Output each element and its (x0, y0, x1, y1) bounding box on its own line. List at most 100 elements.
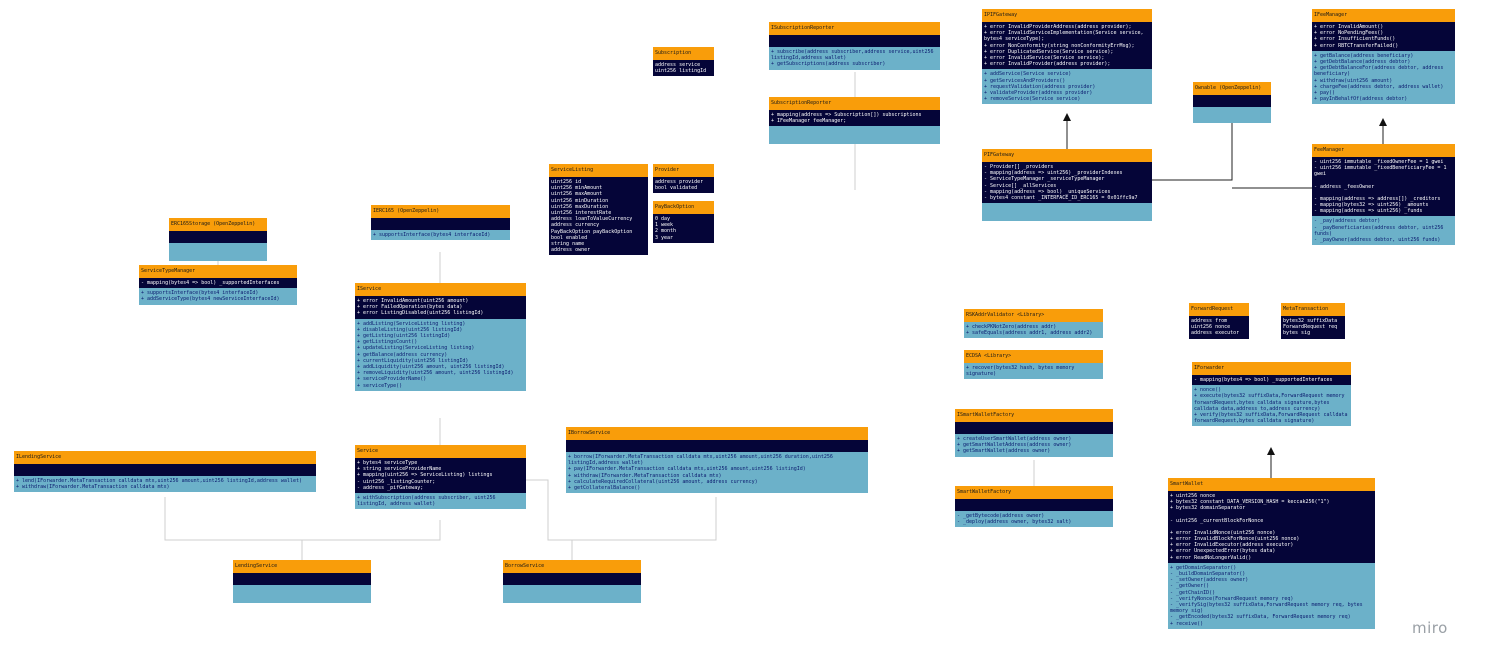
class-box-ownable[interactable]: Ownable (OpenZeppelin) (1193, 82, 1271, 123)
member-line: + IFeeManager feeManager; (771, 118, 847, 125)
member-line: - ServiceTypeManager _serviceTypeManager (984, 176, 1105, 183)
member-line: uint256 interestRate (551, 210, 612, 217)
class-box-erc165storage[interactable]: ERC165Storage (OpenZeppelin) (169, 218, 267, 261)
class-title: IBorrowService (566, 427, 868, 440)
class-box-service[interactable]: Service+ bytes4 serviceType+ string serv… (355, 445, 526, 510)
class-box-lendingservice[interactable]: LendingService (233, 560, 371, 603)
member-line: - uint256 _listingCounter; (357, 478, 436, 485)
member-line: + error NonConformity(string nonConformi… (984, 42, 1135, 49)
member-line: uint256 minAmount (551, 185, 603, 192)
member-line: - _payBeneficiaries(address debtor, uint… (1314, 224, 1447, 237)
class-box-pifgateway[interactable]: PIFGateway- Provider[] _providers- mappi… (982, 149, 1152, 222)
member-line: - Service[] _allServices (984, 182, 1057, 189)
class-box-ilendingservice[interactable]: ILendingService+ lend(IForwarder.MetaTra… (14, 451, 316, 493)
class-title: MetaTransaction (1281, 303, 1345, 316)
member-line: - mapping(address => address[]) _credito… (1314, 195, 1441, 202)
class-box-smartwalletfactory[interactable]: SmartWalletFactory- _getBytecode(address… (955, 486, 1113, 528)
class-box-borrowservice[interactable]: BorrowService (503, 560, 641, 603)
member-line: - _deploy(address owner, bytes32 salt) (957, 519, 1072, 526)
class-title: BorrowService (503, 560, 641, 573)
member-line: + receive() (1170, 620, 1204, 627)
class-box-iforwarder[interactable]: IForwarder- mapping(bytes4 => bool) _sup… (1192, 362, 1351, 427)
member-line: address executor (1191, 330, 1240, 337)
member-line: + addServiceType(bytes4 newServiceInterf… (141, 296, 280, 303)
class-box-ecdsa[interactable]: ECDSA <Library>+ recover(bytes32 hash, b… (964, 350, 1103, 380)
member-line: - uint256 immutable _fixedOwnerFee = 1 g… (1314, 159, 1444, 165)
class-box-ierc165[interactable]: IERC165 (OpenZeppelin)+ supportsInterfac… (371, 205, 510, 241)
member-line: + serviceProviderName() (357, 376, 427, 383)
member-line: + currentLiquidity(uint256 listingId) (357, 357, 469, 364)
member-line: address currency (551, 222, 600, 229)
class-title: IFeeManager (1312, 9, 1455, 22)
class-title: RSKAddrValidator <Library> (964, 309, 1103, 322)
class-box-isubscription-reporter[interactable]: ISubscriptionReporter+ subscribe(address… (769, 22, 940, 70)
class-methods: + supportsInterface(bytes4 interfaceId) (371, 230, 510, 241)
member-line: - _verifyNonce(ForwardRequest memory req… (1170, 595, 1294, 602)
member-line: address from (1191, 318, 1228, 324)
class-box-iservice[interactable]: IService+ error InvalidAmount(uint256 am… (355, 283, 526, 391)
class-title: PIFGateway (982, 149, 1152, 162)
member-line: + bytes32 constant DATA_VERSION_HASH = k… (1170, 499, 1330, 506)
member-line: + bytes4 serviceType (357, 460, 418, 466)
class-box-ipifgateway[interactable]: IPIFGateway+ error InvalidProviderAddres… (982, 9, 1152, 105)
class-methods: + nonce()+ execute(bytes32 suffixData,Fo… (1192, 385, 1351, 427)
class-title: ForwardRequest (1189, 303, 1249, 316)
member-line: + verify(bytes32 suffixData,ForwardReque… (1194, 412, 1351, 425)
class-box-rskaddrvalidator[interactable]: RSKAddrValidator <Library>+ checkPKNotZe… (964, 309, 1103, 339)
class-title: Subscription (653, 47, 714, 60)
class-attributes: + uint256 nonce+ bytes32 constant DATA_V… (1168, 491, 1375, 563)
member-line: + pay() (1314, 90, 1336, 97)
member-line: - address _feesOwner (1314, 183, 1375, 190)
class-title: IService (355, 283, 526, 296)
class-box-subscription-reporter[interactable]: SubscriptionReporter+ mapping(address =>… (769, 97, 940, 145)
class-box-ismartwalletfactory[interactable]: ISmartWalletFactory+ createUserSmartWall… (955, 409, 1113, 457)
class-attributes (769, 35, 940, 47)
member-line: + validateProvider(address provider) (984, 90, 1093, 97)
member-line: - _setOwner(address owner) (1170, 577, 1249, 584)
member-line: + lend(IForwarder.MetaTransaction callda… (16, 478, 302, 484)
member-line: + calculateRequiredCollateral(uint256 am… (568, 478, 758, 485)
class-methods (233, 585, 371, 603)
member-line: + error InvalidServiceImplementation(Ser… (984, 30, 1147, 43)
class-methods: + getBalance(address beneficiary)+ getDe… (1312, 50, 1455, 105)
member-line: + mapping(address => Subscription[]) sub… (771, 112, 922, 118)
class-attributes: + error InvalidAmount(uint256 amount)+ e… (355, 296, 526, 319)
class-box-feemanager[interactable]: FeeManager- uint256 immutable _fixedOwne… (1312, 144, 1455, 246)
member-line: + error ListingDisabled(uint256 listingI… (357, 310, 484, 317)
class-title: Ownable (OpenZeppelin) (1193, 82, 1271, 95)
class-methods: + addService(Service service)+ getServic… (982, 69, 1152, 105)
member-line: - _buildDomainSeparator() (1170, 571, 1246, 578)
member-line: uint256 maxDuration (551, 203, 609, 210)
member-line: + withSubscription(address subscriber, u… (357, 495, 499, 508)
class-title: ERC165Storage (OpenZeppelin) (169, 218, 267, 231)
member-line: + error InvalidAmount() (1314, 24, 1384, 30)
member-line (1195, 115, 1269, 121)
member-line: + removeService(Service service) (984, 96, 1081, 103)
class-methods (503, 585, 641, 603)
class-title: SmartWallet (1168, 478, 1375, 491)
class-title: Provider (653, 164, 714, 177)
class-box-iborrowservice[interactable]: IBorrowService+ borrow(IForwarder.MetaTr… (566, 427, 868, 494)
member-line: + withdraw(IForwarder.MetaTransaction ca… (568, 472, 722, 479)
class-box-ifeemanager[interactable]: IFeeManager+ error InvalidAmount()+ erro… (1312, 9, 1455, 105)
member-line: 1 week (655, 222, 674, 229)
member-line: + addService(Service service) (984, 71, 1072, 78)
class-box-smartwallet[interactable]: SmartWallet+ uint256 nonce+ bytes32 cons… (1168, 478, 1375, 629)
member-line: uint256 listingId (655, 68, 707, 75)
class-box-servicetypemanager[interactable]: ServiceTypeManager- mapping(bytes4 => bo… (139, 265, 297, 305)
member-line: ForwardRequest req (1283, 324, 1338, 331)
member-line: - _getOwner() (1170, 583, 1210, 590)
class-methods: + supportsInterface(bytes4 interfaceId)+… (139, 288, 297, 305)
connector-lending-ilending (164, 497, 303, 560)
class-attributes: + mapping(address => Subscription[]) sub… (769, 110, 940, 127)
class-methods: + checkPKNotZero(address addr)+ safeEqua… (964, 322, 1103, 339)
